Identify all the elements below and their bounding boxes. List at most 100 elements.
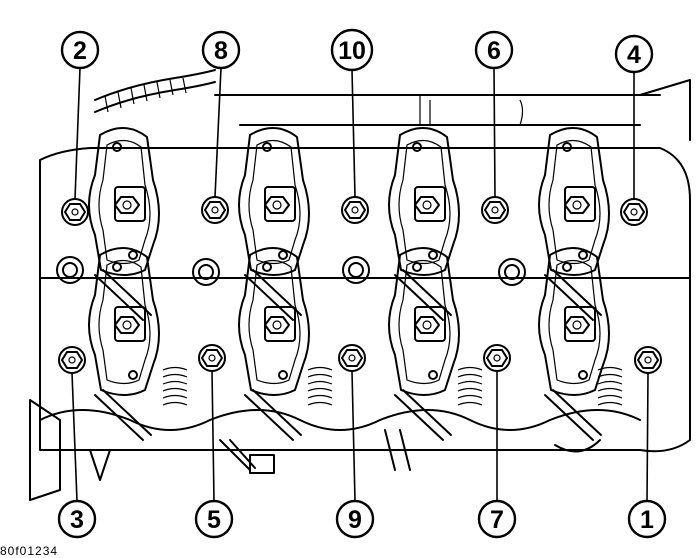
callout-bolt-1: 1 (627, 499, 667, 539)
rocker-pivot-hole (578, 250, 588, 260)
rocker-bolt-center (422, 320, 432, 330)
leader-line (351, 370, 356, 502)
bolt-hex (623, 203, 645, 221)
callouts-bottom: 3 5 9 7 1 (57, 499, 667, 539)
callout-bolt-2: 2 (60, 30, 100, 70)
rocker-pivot-hole (262, 142, 272, 152)
rocker-shell (388, 247, 460, 396)
bolt-hex (484, 201, 506, 219)
rocker-arm (238, 127, 310, 321)
rocker-bolt-center (572, 200, 582, 210)
callout-label: 7 (490, 506, 504, 534)
head-bolt (342, 256, 370, 284)
rocker-bolt-center (122, 200, 132, 210)
callout-label: 4 (627, 41, 641, 69)
spring-coil (307, 366, 333, 371)
spring-coil (597, 387, 623, 392)
head-bolt (483, 344, 511, 372)
rocker-inner (548, 139, 601, 265)
rocker-bolt (564, 196, 590, 214)
rocker-inner (98, 139, 151, 265)
rocker-block (114, 306, 146, 342)
rocker-block (264, 306, 296, 342)
spring-coil (457, 366, 483, 371)
rocker-shell (388, 127, 460, 276)
spring-coil (457, 380, 483, 385)
spring-coil (162, 387, 188, 392)
spring-coil (457, 373, 483, 378)
rocker-pivot-hole (562, 142, 572, 152)
bolt-washer (192, 258, 220, 286)
leader-line (71, 372, 78, 502)
bolt-hex (204, 201, 226, 219)
bolt-hole (504, 264, 520, 280)
bolt-hex (344, 201, 366, 219)
head-bolt (58, 346, 86, 374)
leader-line (351, 69, 356, 198)
push-rod (394, 394, 444, 441)
callout-label: 6 (487, 37, 501, 65)
spring-coil (457, 387, 483, 392)
bolt-washer (498, 258, 526, 286)
head-bolt (634, 346, 662, 374)
push-rod (402, 389, 452, 436)
bolt-hole (198, 264, 214, 280)
rocker-inner (398, 259, 451, 385)
spring-coil (162, 394, 188, 399)
bolt-center (493, 354, 501, 362)
spring-coil (307, 401, 333, 406)
rocker-pivot-hole (112, 262, 122, 272)
rocker-shell (538, 247, 610, 396)
engine-outline (29, 69, 691, 501)
bolt-hole (62, 262, 78, 278)
rocker-pivot-hole (128, 370, 138, 380)
leader-line (214, 67, 222, 198)
rocker-bolt (114, 316, 140, 334)
rocker-shell (88, 247, 160, 396)
rocker-pivot-hole (578, 370, 588, 380)
rocker-bolt (414, 196, 440, 214)
spring-coil (457, 394, 483, 399)
head-bolt (198, 344, 226, 372)
rocker-shell (238, 127, 310, 276)
bolt-hex (201, 349, 223, 367)
rocker-pivot-hole (562, 262, 572, 272)
rocker-inner (248, 139, 301, 265)
callout-label: 2 (73, 37, 87, 65)
bolt-hex (61, 351, 83, 369)
rocker-arm (238, 247, 310, 441)
rocker-pivot-hole (412, 142, 422, 152)
rocker-bolt-center (272, 200, 282, 210)
rocker-pivot-hole (262, 262, 272, 272)
callout-label: 5 (207, 506, 221, 534)
push-rod (102, 389, 152, 436)
spring-coil (162, 373, 188, 378)
head-bolt (620, 198, 648, 226)
bolt-center (348, 354, 356, 362)
callout-bolt-4: 4 (614, 34, 654, 74)
bolt-center (211, 206, 219, 214)
rocker-pivot-hole (428, 250, 438, 260)
head-bolt (338, 344, 366, 372)
bolt-washer (342, 256, 370, 284)
spring-coil (162, 401, 188, 406)
push-rod (552, 389, 602, 436)
push-rod (544, 274, 594, 321)
rocker-pivot-hole (278, 250, 288, 260)
rocker-block (264, 186, 296, 222)
push-rod (244, 274, 294, 321)
push-rod (94, 394, 144, 441)
rocker-pivot-hole (112, 142, 122, 152)
rocker-bolt-center (122, 320, 132, 330)
callout-bolt-3: 3 (57, 499, 97, 539)
head-bolt (192, 258, 220, 286)
rocker-shell (538, 127, 610, 276)
leader-line (74, 67, 81, 200)
rocker-bolt-center (272, 320, 282, 330)
rocker-block (564, 186, 596, 222)
callout-bolt-9: 9 (335, 499, 375, 539)
bolt-washer (56, 256, 84, 284)
bolt-center (351, 206, 359, 214)
rocker-arm (388, 127, 460, 321)
